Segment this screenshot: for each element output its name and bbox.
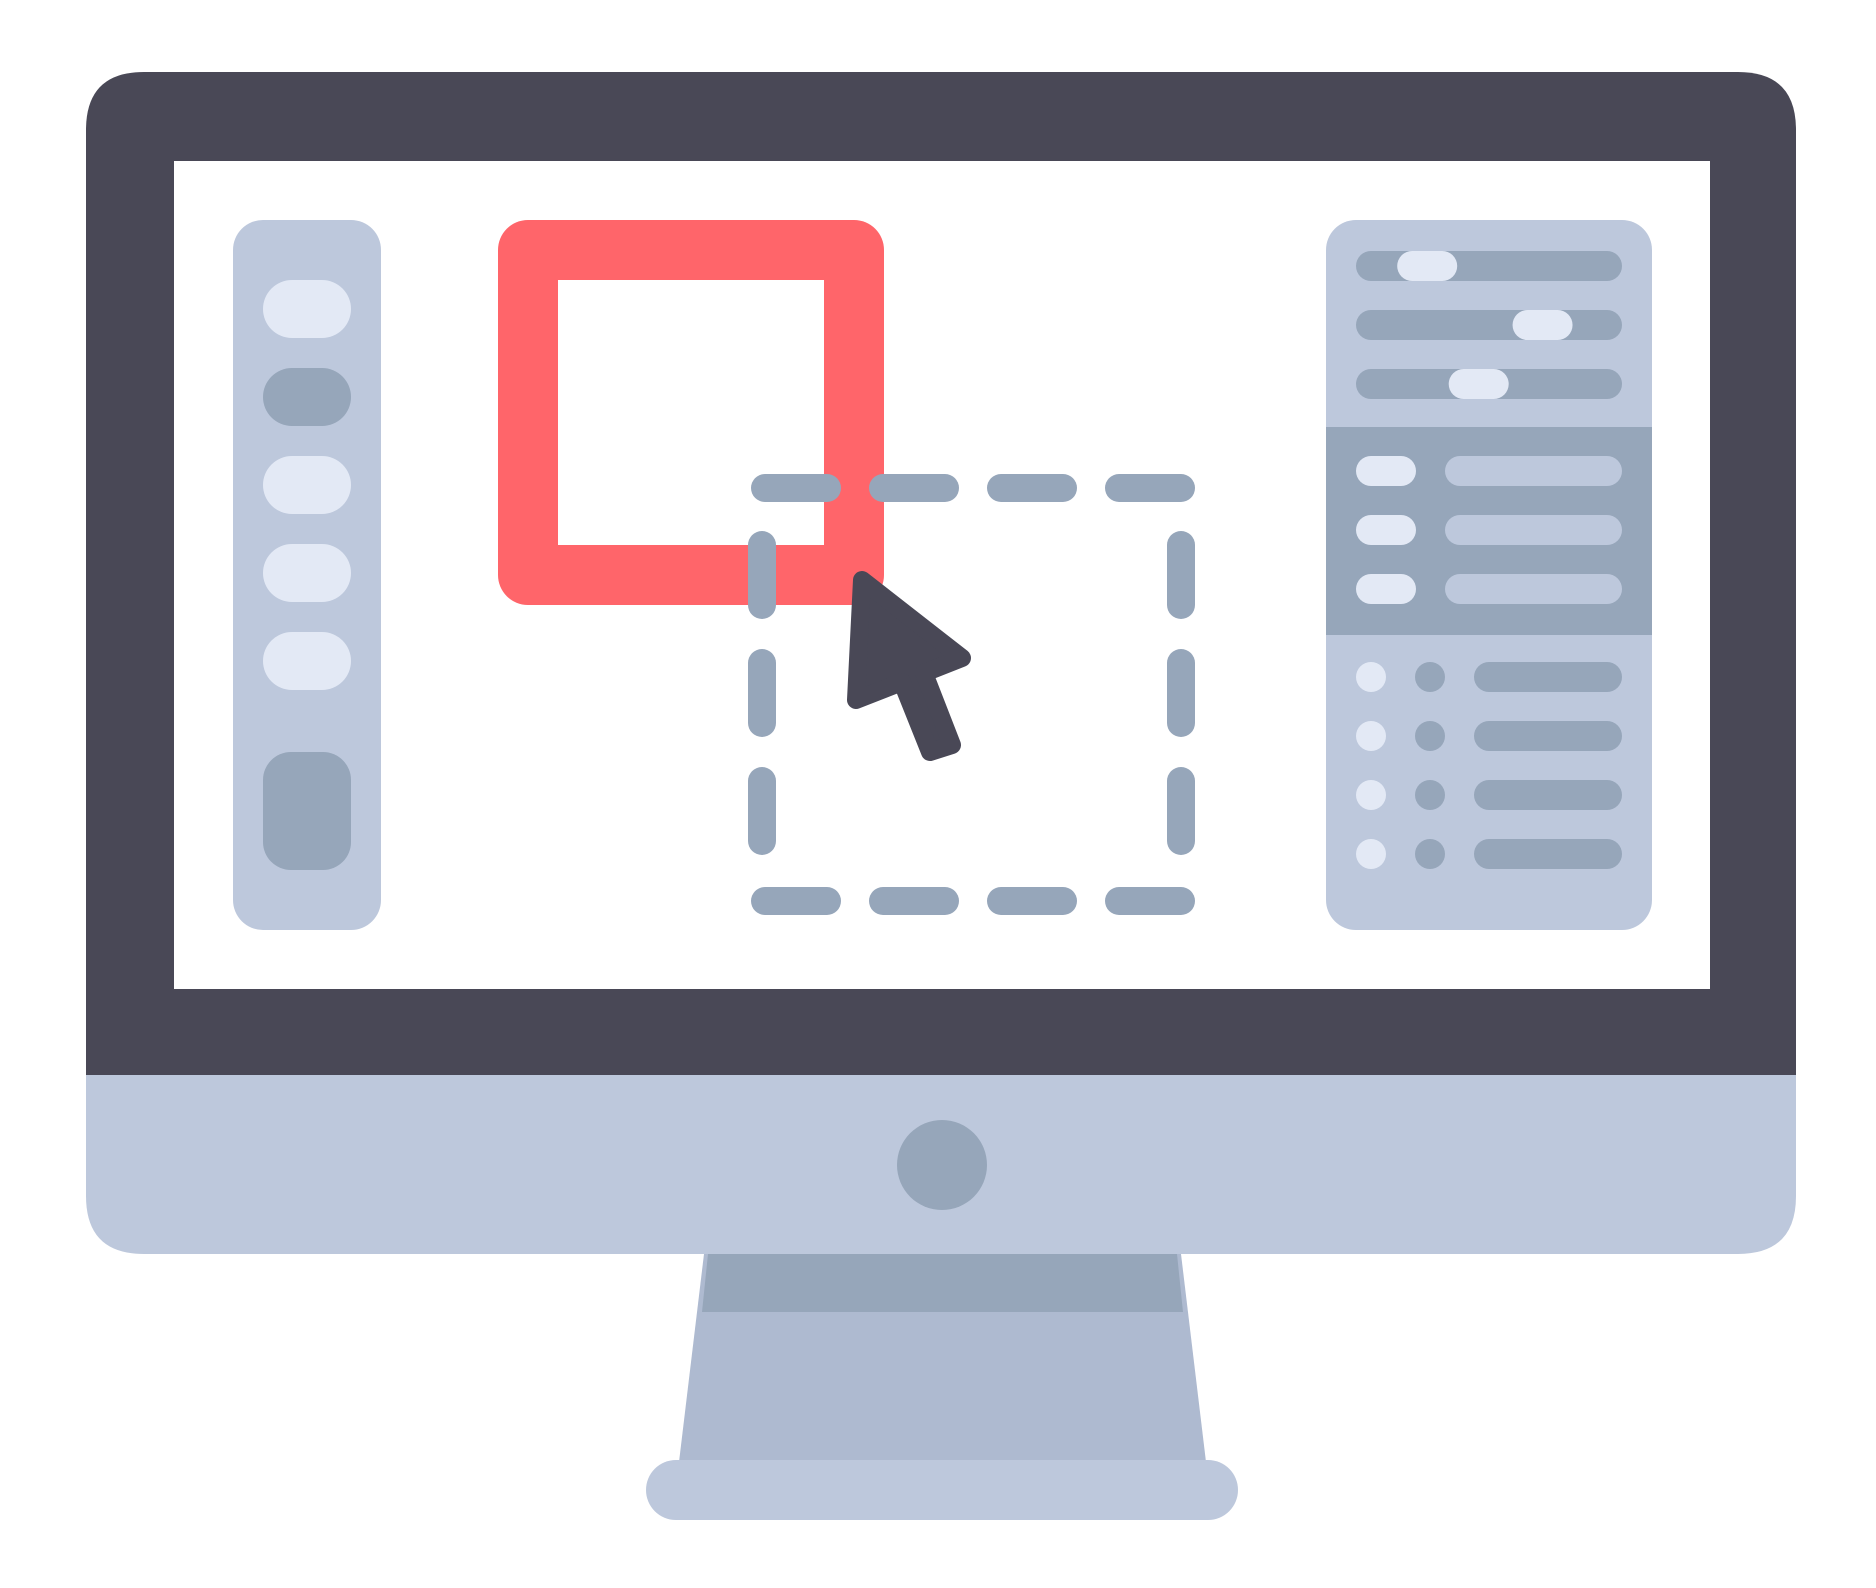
layer-chip[interactable] xyxy=(1356,574,1416,604)
stand-base xyxy=(646,1460,1238,1520)
layer-row[interactable] xyxy=(1445,515,1622,545)
property-toggle[interactable] xyxy=(1415,839,1445,869)
property-toggle[interactable] xyxy=(1415,662,1445,692)
property-toggle[interactable] xyxy=(1356,721,1386,751)
right-panel xyxy=(1326,220,1652,930)
slider-track[interactable] xyxy=(1356,310,1622,340)
property-row[interactable] xyxy=(1474,780,1622,810)
tool-button[interactable] xyxy=(263,456,351,514)
selected-shape[interactable] xyxy=(498,220,884,605)
property-toggle[interactable] xyxy=(1415,780,1445,810)
stand-neck xyxy=(702,1254,1183,1312)
layer-chip[interactable] xyxy=(1356,515,1416,545)
tool-button[interactable] xyxy=(263,280,351,338)
tool-button[interactable] xyxy=(263,368,351,426)
property-row[interactable] xyxy=(1474,721,1622,751)
property-toggle[interactable] xyxy=(1415,721,1445,751)
layer-chip[interactable] xyxy=(1356,456,1416,486)
tool-button[interactable] xyxy=(263,544,351,602)
tool-large[interactable] xyxy=(263,752,351,870)
layer-row[interactable] xyxy=(1445,574,1622,604)
monitor-stand xyxy=(646,1254,1238,1520)
slider-track[interactable] xyxy=(1356,251,1622,281)
tool-button[interactable] xyxy=(263,632,351,690)
home-button xyxy=(897,1120,987,1210)
property-toggle[interactable] xyxy=(1356,662,1386,692)
property-row[interactable] xyxy=(1474,662,1622,692)
left-toolbar xyxy=(233,220,381,930)
mouse-pointer-icon xyxy=(847,571,971,761)
selection-box[interactable] xyxy=(748,474,1195,915)
property-row[interactable] xyxy=(1474,839,1622,869)
property-toggle[interactable] xyxy=(1356,839,1386,869)
layer-row[interactable] xyxy=(1445,456,1622,486)
slider-knob[interactable] xyxy=(1397,251,1458,281)
property-toggle[interactable] xyxy=(1356,780,1386,810)
slider-knob[interactable] xyxy=(1512,310,1573,340)
slider-knob[interactable] xyxy=(1448,369,1509,399)
